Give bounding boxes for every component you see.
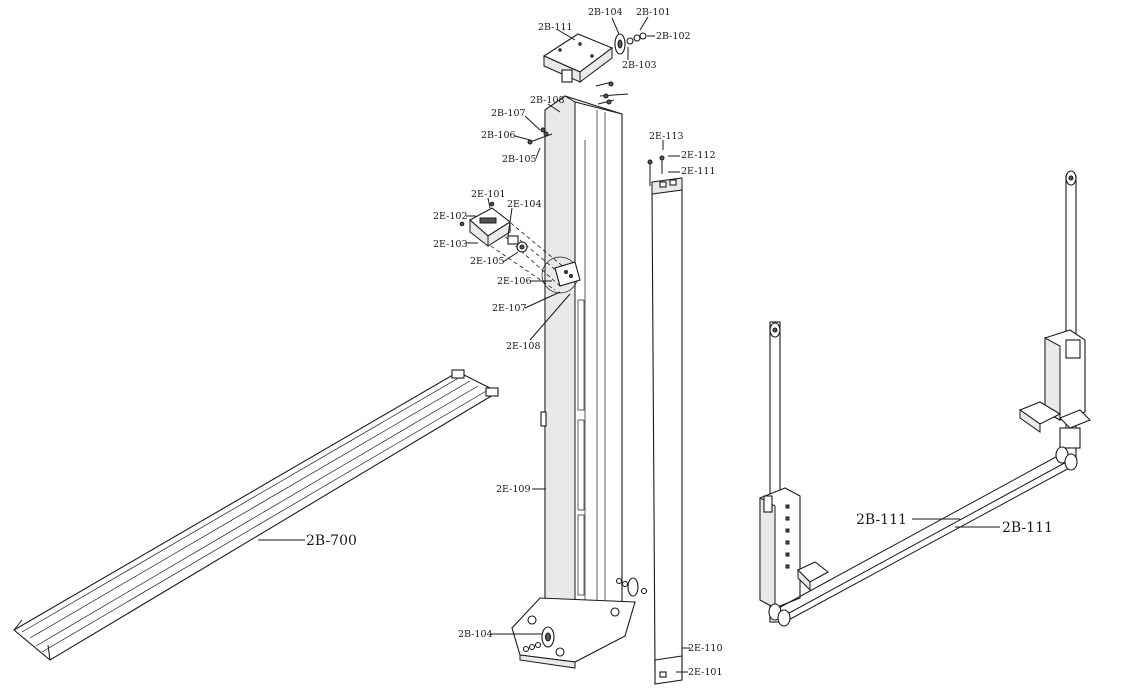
- label-2b-700: 2B-700: [306, 533, 357, 549]
- label-2b-101-top: 2B-101: [636, 7, 671, 18]
- label-2e-104: 2E-104: [507, 199, 542, 210]
- label-2b-106: 2B-106: [481, 130, 516, 141]
- label-2b-105: 2B-105: [502, 154, 537, 165]
- cable-assembly: 2B-111 2B-111: [759, 170, 1091, 627]
- label-2b-108: 2B-108: [530, 95, 565, 106]
- label-2b-111-top: 2B-111: [538, 22, 573, 33]
- label-2b-102-top: 2B-102: [656, 31, 691, 42]
- label-2b-111-cable-right: 2B-111: [1002, 520, 1053, 536]
- post-top-bolts: 2B-108 2B-107 2B-106 2B-105: [481, 95, 565, 165]
- label-2e-113: 2E-113: [649, 131, 684, 142]
- label-2b-107: 2B-107: [491, 108, 526, 119]
- label-2e-101-lock: 2E-101: [471, 189, 506, 200]
- label-2e-106: 2E-106: [497, 276, 532, 287]
- cover-plate: 2E-113 2E-112 2E-111 2E-110 2E-101: [647, 131, 723, 685]
- main-post: 2B-104 2E-109: [458, 95, 648, 669]
- label-2b-104-top: 2B-104: [588, 7, 623, 18]
- label-2e-102: 2E-102: [433, 211, 468, 222]
- label-2e-112: 2E-112: [681, 150, 716, 161]
- label-2e-109: 2E-109: [496, 484, 531, 495]
- label-2b-103-top: 2B-103: [622, 60, 657, 71]
- label-2e-101-bottom: 2E-101: [688, 667, 723, 678]
- lock-assembly: 2E-101 2E-102 2E-103 2E-104 2E-105 2E-10…: [433, 189, 581, 352]
- label-2b-104-base: 2B-104: [458, 629, 493, 640]
- label-2e-111: 2E-111: [681, 166, 716, 177]
- label-2e-110: 2E-110: [688, 643, 723, 654]
- label-2e-103: 2E-103: [433, 239, 468, 250]
- top-cover-assembly: 2B-111 2B-104 2B-101 2B-102 2B-103: [538, 7, 691, 105]
- label-2e-105: 2E-105: [470, 256, 505, 267]
- label-2b-111-cable-left: 2B-111: [856, 512, 907, 528]
- label-2e-108: 2E-108: [506, 341, 541, 352]
- label-2e-107: 2E-107: [492, 303, 527, 314]
- floor-plate-2b-700: 2B-700: [13, 369, 500, 661]
